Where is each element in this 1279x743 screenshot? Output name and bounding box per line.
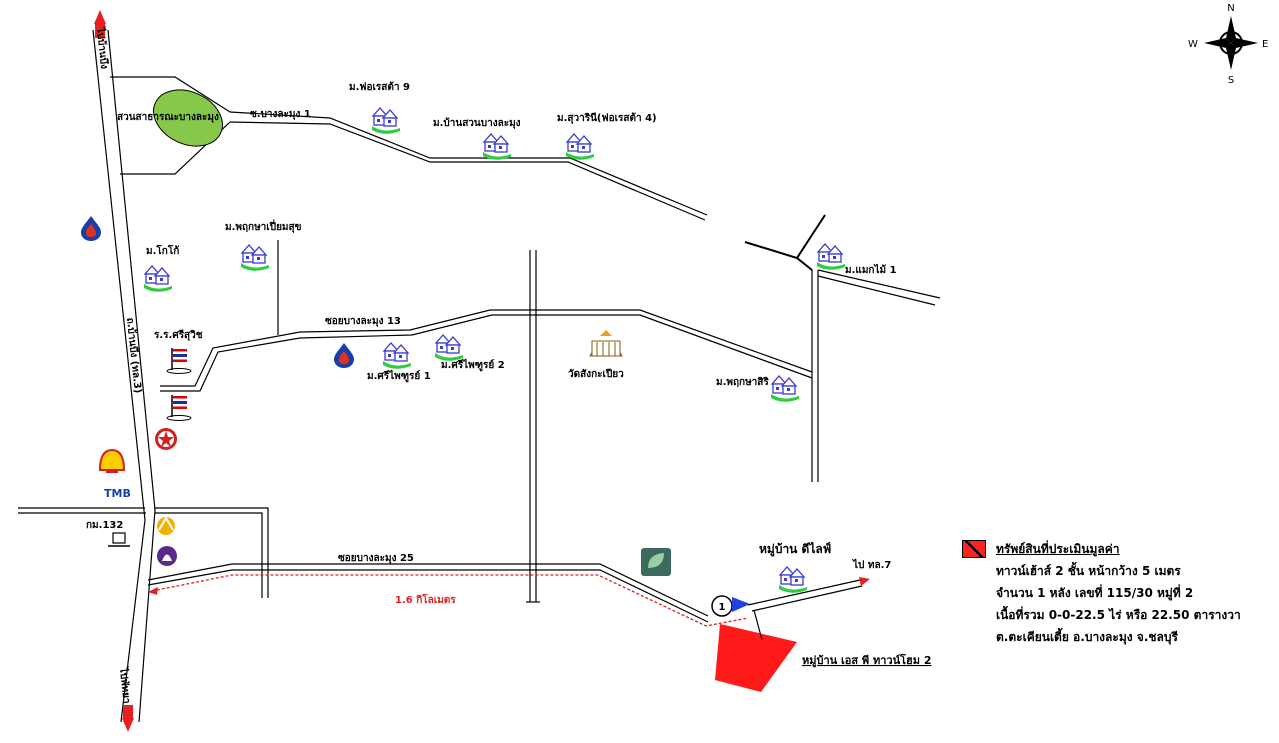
label-koko: ม.โกโก้	[146, 244, 179, 257]
house-icon	[240, 244, 270, 272]
flag-icon	[166, 347, 192, 375]
gas-station-icon	[81, 216, 101, 241]
label-sriphai1: ม.ศรีไพฑูรย์ 1	[367, 369, 431, 383]
shell-icon	[98, 448, 126, 473]
label-sriphai2: ม.ศรีไพฑูรย์ 2	[441, 358, 505, 372]
label-school: ร.ร.ศรีสุวิช	[154, 329, 203, 341]
label-km132: กม.132	[86, 520, 123, 531]
point-number: 1	[719, 602, 726, 613]
house-icon	[434, 334, 464, 362]
position-marker-icon: 1	[711, 595, 750, 617]
gas-station-icon	[334, 343, 354, 368]
bank-icon	[641, 548, 671, 576]
route-arrow-right	[859, 577, 870, 586]
main-road	[92, 29, 156, 723]
road-end-arrows	[94, 10, 134, 732]
house-icon	[565, 133, 595, 161]
tmb-bank-icon: TMB	[104, 487, 131, 500]
flag-icon	[166, 394, 192, 422]
legend-title: ทรัพย์สินที่ประเมินมูลค่า	[996, 542, 1120, 556]
compass-e: E	[1262, 39, 1268, 50]
legend-title-row: ทรัพย์สินที่ประเมินมูลค่า	[962, 538, 1272, 560]
scb-bank-icon	[157, 546, 177, 566]
label-maekmai: ม.แมกไม้ 1	[845, 263, 897, 276]
house-icon	[482, 133, 512, 161]
label-phruksa-pyem: ม.พฤกษาเปี่ยมสุข	[225, 219, 302, 233]
label-suan-bang: ม.บ้านสวนบางละมุง	[433, 117, 521, 129]
property-plot	[715, 624, 797, 692]
label-to-route7: ไป ทล.7	[852, 558, 891, 571]
thick-roads	[744, 214, 826, 271]
legend-line4: ต.ตะเคียนเตี้ย อ.บางละมุง จ.ชลบุรี	[996, 630, 1178, 644]
route-line	[151, 574, 749, 627]
label-phruksa-siri: ม.พฤกษาสิริ	[716, 376, 769, 388]
legend-line2: จำนวน 1 หลัง เลขที่ 115/30 หมู่ที่ 2	[996, 586, 1194, 600]
compass-icon: N S E W	[1188, 3, 1268, 86]
tmb-text: TMB	[104, 487, 131, 500]
label-to-ban-pho: ไปพัทยา	[117, 666, 134, 704]
label-distance: 1.6 กิโลเมตร	[395, 593, 456, 606]
label-sp-home: หมู่บ้าน เอส พี ทาวน์โฮม 2	[802, 653, 931, 668]
label-soi1: ซ.บางละมุง 1	[250, 109, 311, 120]
ktb-bank-icon	[157, 516, 175, 535]
temple-icon	[589, 330, 623, 357]
house-icon	[382, 342, 412, 370]
label-soi25: ซอยบางละมุง 25	[338, 553, 414, 564]
house-icon	[778, 566, 808, 594]
label-forest9: ม.ฟอเรสต้า 9	[349, 81, 410, 93]
house-icon	[816, 243, 846, 271]
km-marker-icon	[108, 532, 130, 547]
caltex-icon	[155, 428, 177, 450]
label-soi13: ซอยบางละมุง 13	[325, 316, 401, 327]
road-network	[18, 76, 941, 623]
compass-n: N	[1227, 3, 1234, 14]
route-arrow-left	[148, 587, 158, 595]
legend-line1: ทาวน์เฮ้าส์ 2 ชั้น หน้ากว้าง 5 เมตร	[996, 564, 1181, 578]
label-temple: วัดสังกะเปียว	[568, 368, 624, 380]
compass-w: W	[1188, 39, 1198, 50]
label-park: สวนสาธารณะบางละมุง	[117, 112, 219, 123]
property-pointer	[753, 609, 763, 641]
label-d-life: หมู่บ้าน ดีไลฟ์	[759, 541, 831, 557]
house-icon	[371, 107, 401, 135]
house-icon	[143, 265, 173, 293]
property-swatch-icon	[962, 540, 986, 558]
park-icon	[153, 89, 223, 147]
legend: ทรัพย์สินที่ประเมินมูลค่า ทาวน์เฮ้าส์ 2 …	[962, 538, 1272, 648]
label-to-ban-bueng: ไปบ้านบึง	[94, 26, 111, 70]
compass-s: S	[1228, 75, 1234, 86]
label-suwarin: ม.สุวารินี(ฟอเรสต้า 4)	[557, 112, 657, 124]
legend-line3: เนื้อที่รวม 0-0-22.5 ไร่ หรือ 22.50 ตารา…	[996, 608, 1241, 622]
house-icon	[770, 375, 800, 403]
